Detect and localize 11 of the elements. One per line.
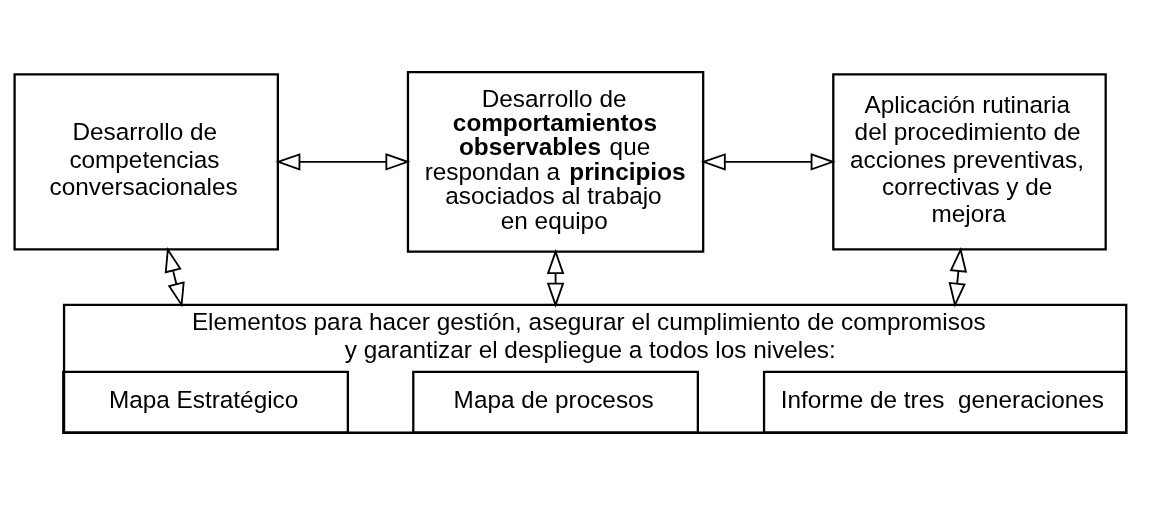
node-box: Desarrollo de competencias conversacionales: [13, 73, 279, 251]
arrow: [164, 247, 185, 308]
arrow: [275, 153, 411, 171]
node-box: Informe de tres generaciones: [762, 370, 1128, 434]
node-box: Mapa Estratégico: [62, 370, 349, 434]
arrow: [700, 153, 836, 171]
arrow: [546, 249, 565, 308]
arrow: [948, 247, 968, 308]
node-box: Aplicación rutinaria del procedimiento de acciones preventivas, correctivas y de mejora: [832, 73, 1107, 251]
node-box: Desarrollo de comportamientos observables que respondan a principios asociados al trabajo en equipo: [406, 70, 705, 253]
node-box: Mapa de procesos: [412, 370, 699, 434]
